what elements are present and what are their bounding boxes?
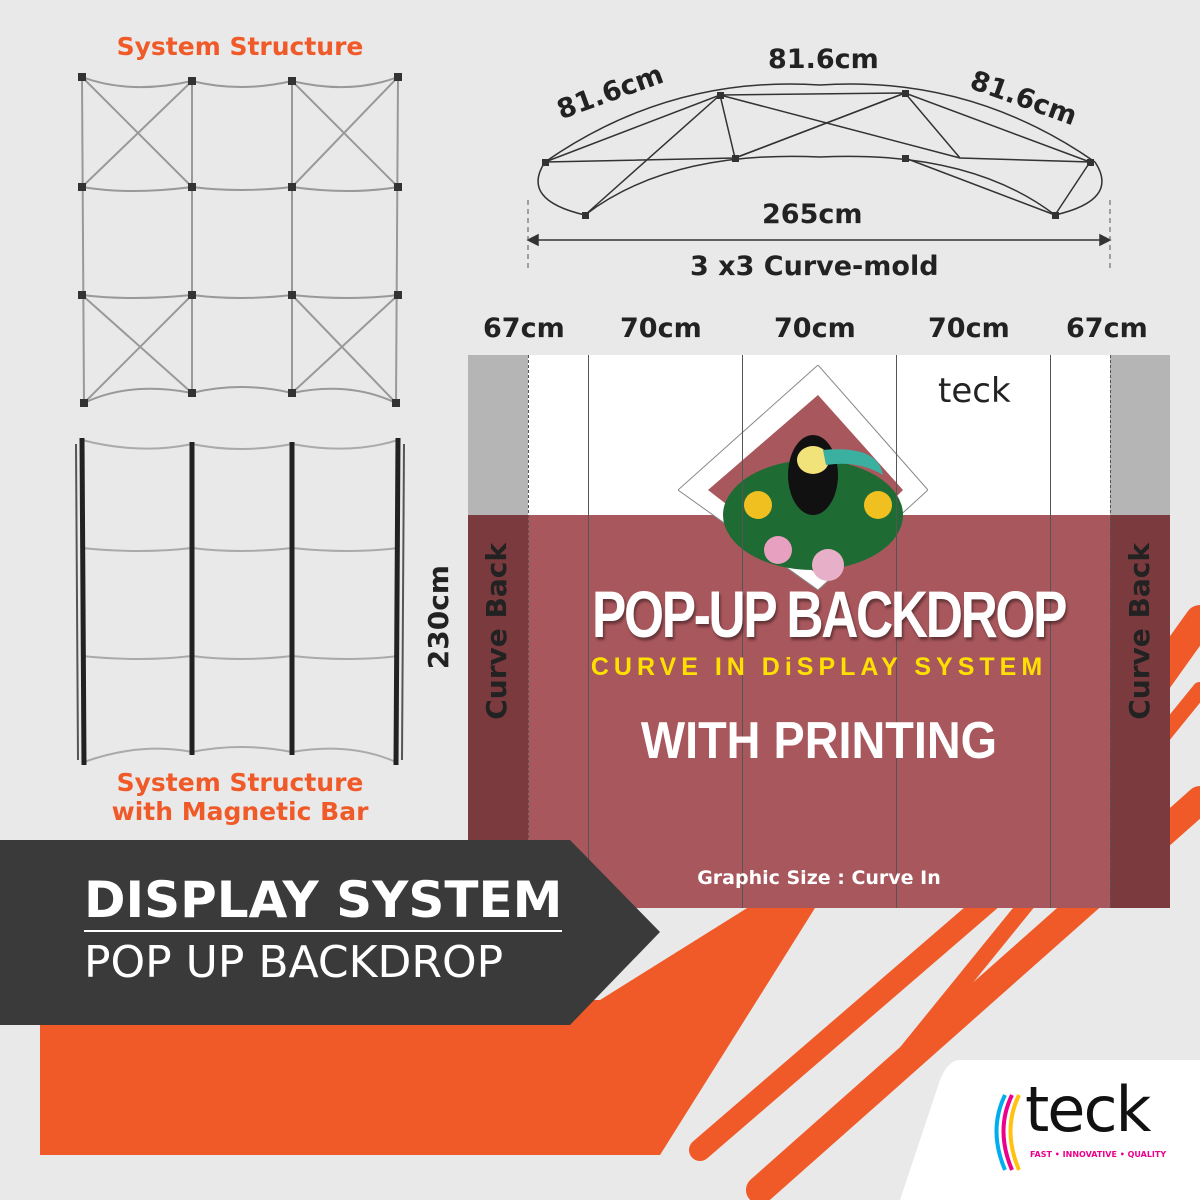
graphic-size-label: Graphic Size : Curve In [697, 867, 941, 889]
banner-title: DISPLAY SYSTEM [84, 872, 563, 932]
toucan-artwork [678, 365, 928, 591]
teck-logo: teck [1025, 1073, 1151, 1146]
panel-width-5: 67cm [1066, 313, 1148, 344]
backdrop-title: POP-UP BACKDROP [592, 577, 1067, 651]
magnetic-label-line-2: with Magnetic Bar [111, 797, 369, 826]
magnetic-frame-illustration [75, 437, 405, 766]
banner-shape [0, 840, 660, 1025]
curve-mold-label: 3 x3 Curve-mold [690, 251, 939, 282]
logo-small-name: teck [938, 371, 1011, 411]
backdrop-subtitle: CURVE IN DiSPLAY SYSTEM [590, 653, 1048, 681]
magnetic-label-line-1: System Structure [116, 768, 364, 797]
curve-back-right: Curve Back [1123, 543, 1157, 720]
magnetic-bar-label: System Structure with Magnetic Bar [100, 768, 380, 826]
logo-tagline: FAST • INNOVATIVE • QUALITY [1030, 1150, 1167, 1159]
backdrop-graphic: teck Curve Back Curve Back POP-UP BACKDR… [468, 355, 1170, 908]
curve-top-view-diagram [526, 83, 1112, 270]
height-label: 230cm [422, 565, 455, 670]
panel-width-4: 70cm [928, 313, 1010, 344]
total-width-label: 265cm [762, 199, 863, 230]
logo-card [900, 1060, 1200, 1200]
panel-width-1: 67cm [483, 313, 565, 344]
teck-logo-small: teck [938, 371, 1011, 411]
system-structure-label: System Structure [116, 32, 364, 61]
panel-width-3: 70cm [774, 313, 856, 344]
frame-structure-illustration [78, 73, 402, 407]
segment-mid-label: 81.6cm [768, 44, 879, 75]
curve-back-left: Curve Back [480, 543, 513, 720]
panel-width-2: 70cm [620, 313, 702, 344]
banner-subtitle: POP UP BACKDROP [84, 937, 504, 988]
backdrop-tagline: WITH PRINTING [640, 712, 998, 770]
